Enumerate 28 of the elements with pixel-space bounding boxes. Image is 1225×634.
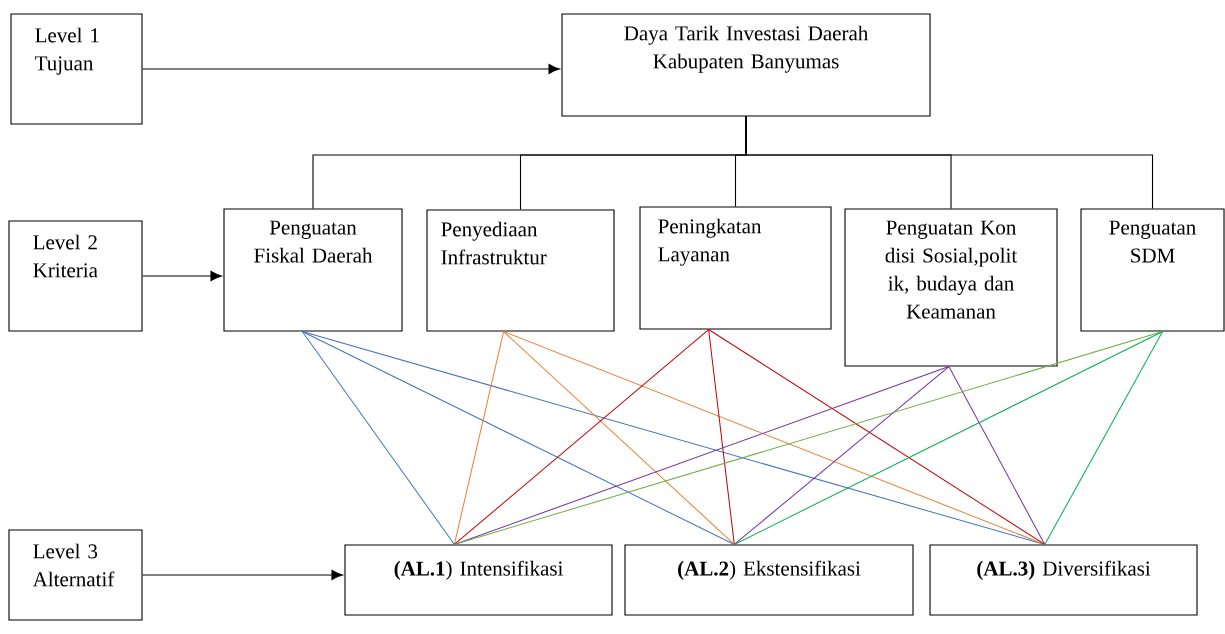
criteria-box: Penguatan SDM <box>1080 208 1225 332</box>
alternative-box: (AL.1) Intensifikasi <box>344 544 613 616</box>
connector-line <box>1044 331 1164 545</box>
connector-line <box>503 331 1046 545</box>
goal-box: Daya Tarik Investasi Daerah Kabupaten Banyumas <box>561 13 931 117</box>
connector-line <box>503 331 735 545</box>
alternative-box: (AL.2) Ekstensifikasi <box>624 544 914 616</box>
arrow <box>142 63 560 74</box>
level-box: Level 3 Alternatif <box>8 529 143 621</box>
tree-connector <box>745 116 1154 209</box>
arrow <box>142 270 222 282</box>
connector-line <box>733 331 1164 545</box>
level-box: Level 2 Kriteria <box>8 220 143 332</box>
criteria-box: Penguatan Fiskal Daerah <box>223 208 403 332</box>
criteria-box: Peningkatan Layanan <box>639 206 832 330</box>
connector-line <box>708 329 1046 545</box>
connector-line <box>733 366 950 545</box>
connector-line <box>453 331 1164 545</box>
connector-line <box>453 329 710 545</box>
connector-line <box>301 331 455 545</box>
arrow <box>142 569 343 581</box>
connector-line <box>453 331 505 545</box>
alternative-box: (AL.3) Diversifikasi <box>929 544 1198 616</box>
level-box: Level 1 Tujuan <box>10 13 143 125</box>
connector-line <box>948 366 1046 545</box>
criteria-box: Penguatan Kon disi Sosial,polit ik, budaya dan Keamanan <box>844 208 1058 367</box>
connector-line <box>708 329 735 545</box>
criteria-box: Penyediaan Infrastruktur <box>426 209 615 332</box>
